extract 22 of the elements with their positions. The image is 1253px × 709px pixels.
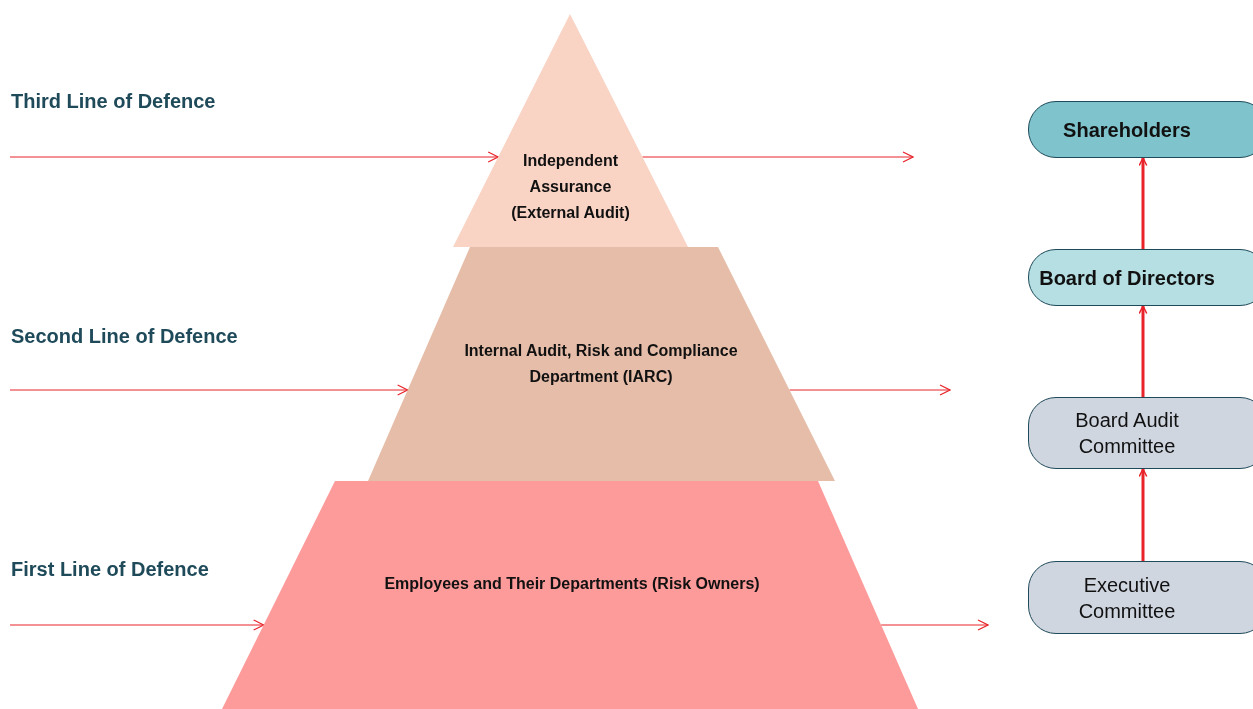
arrow xyxy=(1138,157,1148,249)
arrow xyxy=(1138,305,1148,397)
role-box: Executive Committee xyxy=(1028,561,1253,634)
pyramid-tier xyxy=(368,247,835,481)
tier-label: Independent Assurance (External Audit) xyxy=(510,151,631,223)
arrow xyxy=(9,619,265,631)
pyramid-tier xyxy=(222,481,918,709)
role-box: Board of Directors xyxy=(1028,249,1253,306)
arrow xyxy=(1138,468,1148,561)
tier-label: Employees and Their Departments (Risk Owners) xyxy=(383,574,761,594)
line-of-defence-heading: Second Line of Defence xyxy=(11,325,238,348)
arrow xyxy=(9,151,499,163)
role-box: Board Audit Committee xyxy=(1028,397,1253,469)
line-of-defence-heading: First Line of Defence xyxy=(11,558,209,581)
arrow xyxy=(789,384,951,396)
arrow xyxy=(641,151,914,163)
pyramid-tier xyxy=(453,14,688,247)
arrow xyxy=(9,384,409,396)
tier-label: Internal Audit, Risk and Compliance Department (IARC) xyxy=(463,341,739,387)
line-of-defence-heading: Third Line of Defence xyxy=(11,90,216,113)
role-box: Shareholders xyxy=(1028,101,1253,158)
arrow xyxy=(880,619,989,631)
